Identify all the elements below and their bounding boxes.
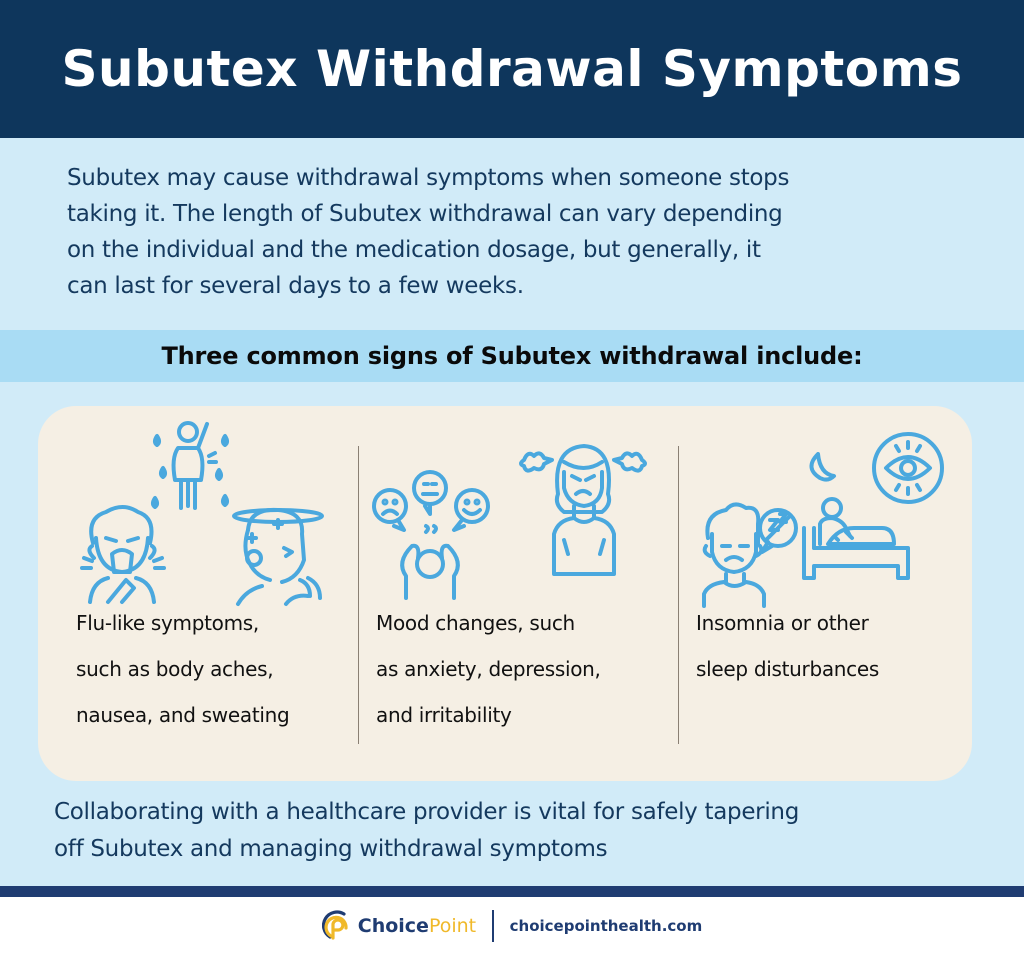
- intro-line: Subutex may cause withdrawal symptoms wh…: [67, 165, 790, 191]
- sign-description: Flu-like symptoms, such as body aches, n…: [76, 611, 290, 727]
- intro-paragraph: Subutex may cause withdrawal symptoms wh…: [67, 160, 977, 304]
- closing-paragraph: Collaborating with a healthcare provider…: [54, 794, 994, 868]
- flu-icons: [38, 418, 358, 606]
- sign-insomnia: Insomnia or other sleep disturbances: [678, 406, 972, 781]
- dizzy-person-icon: [232, 507, 324, 606]
- closing-line: off Subutex and managing withdrawal symp…: [54, 836, 608, 862]
- brand-name: ChoicePoint: [357, 914, 477, 937]
- sign-description: Insomnia or other sleep disturbances: [696, 611, 879, 681]
- website-link[interactable]: choicepointhealth.com: [509, 916, 703, 935]
- sweating-person-icon: [151, 421, 229, 510]
- main-content: Subutex may cause withdrawal symptoms wh…: [0, 138, 1024, 890]
- intro-line: on the individual and the medication dos…: [67, 237, 761, 263]
- signs-heading: Three common signs of Subutex withdrawal…: [161, 342, 863, 370]
- signs-card: Flu-like symptoms, such as body aches, n…: [38, 406, 972, 781]
- closing-line: Collaborating with a healthcare provider…: [54, 799, 799, 825]
- mood-swings-person-icon: [372, 470, 490, 600]
- intro-line: can last for several days to a few weeks…: [67, 273, 524, 299]
- bed-moon-icon: [802, 452, 910, 580]
- angry-woman-icon: [519, 444, 647, 576]
- mood-icons: [358, 418, 678, 603]
- page-title: Subutex Withdrawal Symptoms: [61, 40, 963, 98]
- choicepoint-logo[interactable]: ChoicePoint: [321, 910, 477, 942]
- column-divider: [358, 446, 359, 744]
- header-banner: Subutex Withdrawal Symptoms: [0, 0, 1024, 138]
- column-divider: [678, 446, 679, 744]
- choicepoint-logo-icon: [321, 910, 348, 940]
- sign-description: Mood changes, such as anxiety, depressio…: [376, 611, 601, 727]
- footer-separator: [492, 909, 494, 942]
- intro-line: taking it. The length of Subutex withdra…: [67, 201, 783, 227]
- tired-person-icon: [702, 502, 798, 608]
- footer: ChoicePoint choicepointhealth.com: [0, 897, 1024, 954]
- signs-heading-band: Three common signs of Subutex withdrawal…: [0, 330, 1024, 382]
- sign-mood-changes: Mood changes, such as anxiety, depressio…: [358, 406, 678, 781]
- sign-flu-like: Flu-like symptoms, such as body aches, n…: [38, 406, 358, 781]
- footer-stripe: [0, 886, 1024, 897]
- awake-eye-icon: [872, 432, 944, 504]
- insomnia-icons: [678, 418, 972, 608]
- sneezing-person-icon: [80, 505, 166, 604]
